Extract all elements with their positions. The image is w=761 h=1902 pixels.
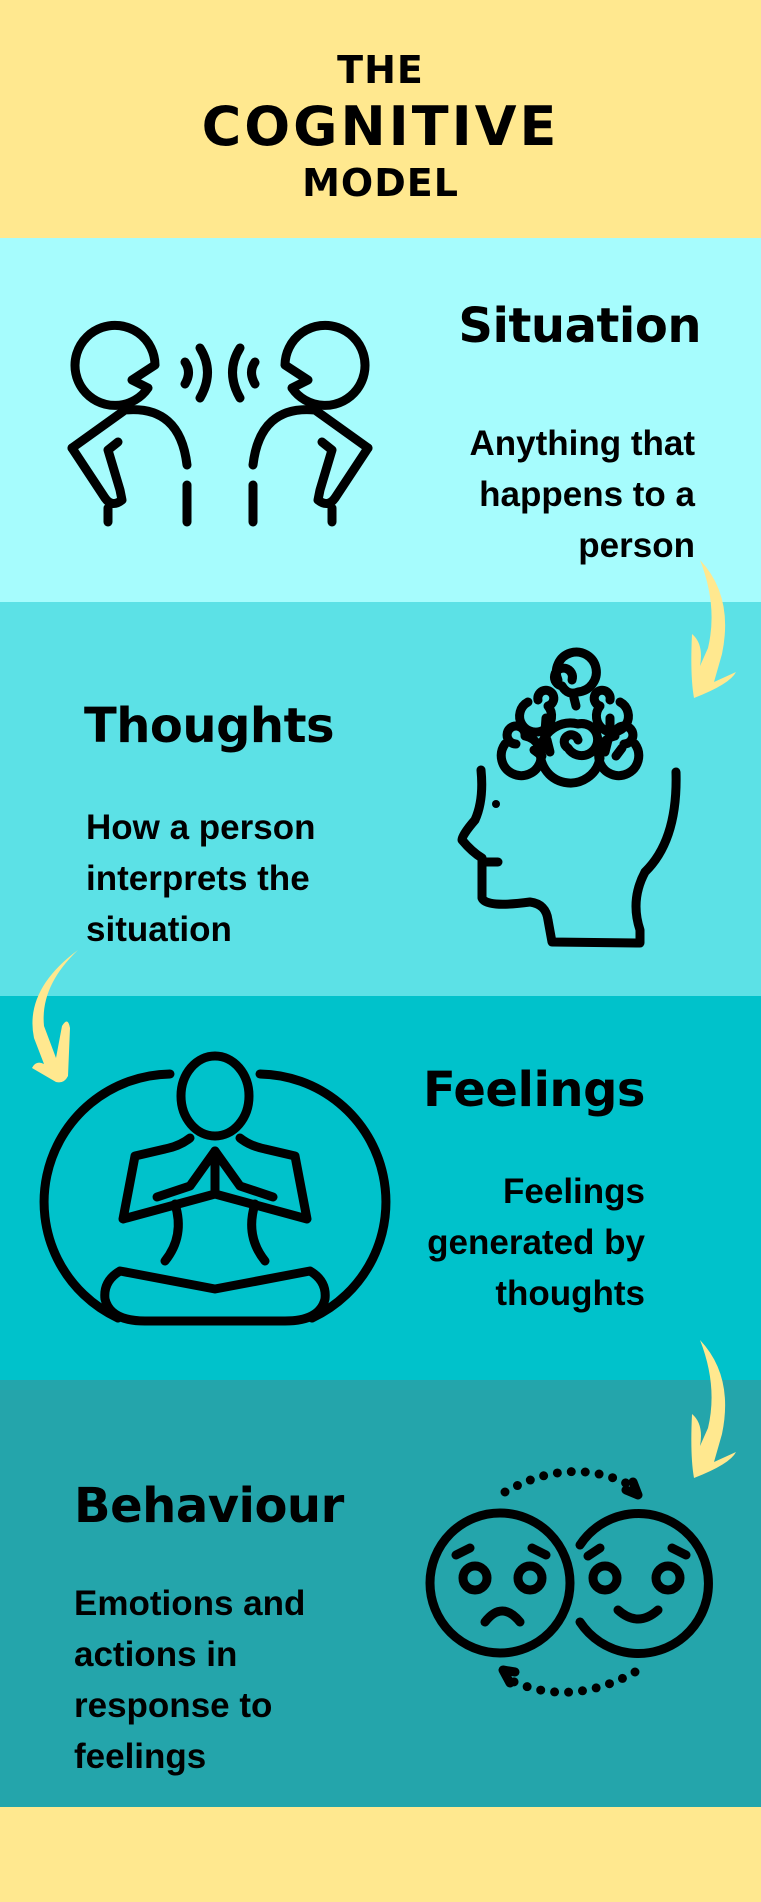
- section-title: Thoughts: [84, 698, 335, 754]
- section-title: Feelings: [423, 1062, 645, 1118]
- title-line-model: MODEL: [302, 161, 459, 205]
- section-thoughts: Thoughts How a person interprets the sit…: [0, 602, 761, 996]
- section-feelings: Feelings Feelings generated by thoughts: [0, 996, 761, 1380]
- arrow-thoughts-to-feelings-icon: [32, 950, 78, 1083]
- section-title: Behaviour: [74, 1478, 344, 1534]
- section-description: Anything that happens to a person: [469, 424, 695, 565]
- sad-happy-faces-cycle-icon: [425, 1467, 713, 1697]
- section-title: Situation: [458, 298, 701, 354]
- section-description: Emotions and actions in response to feel…: [74, 1584, 306, 1776]
- title-line-cognitive: COGNITIVE: [201, 95, 560, 158]
- section-description: Feelings generated by thoughts: [427, 1172, 645, 1313]
- header-banner: THE COGNITIVE MODEL: [0, 0, 761, 238]
- title-line-the: THE: [337, 48, 424, 92]
- meditating-person-icon: [39, 1051, 391, 1326]
- arrow-situation-to-thoughts-icon: [691, 560, 736, 698]
- footer-banner: [0, 1807, 761, 1902]
- section-description: How a person interprets the situation: [86, 808, 316, 949]
- two-people-talking-icon: [67, 320, 373, 527]
- head-with-swirls-icon: [457, 647, 681, 948]
- section-situation: Situation Anything that happens to a per…: [0, 238, 761, 602]
- section-behaviour: Behaviour Emotions and actions in respon…: [0, 1380, 761, 1807]
- arrow-feelings-to-behaviour-icon: [691, 1340, 736, 1478]
